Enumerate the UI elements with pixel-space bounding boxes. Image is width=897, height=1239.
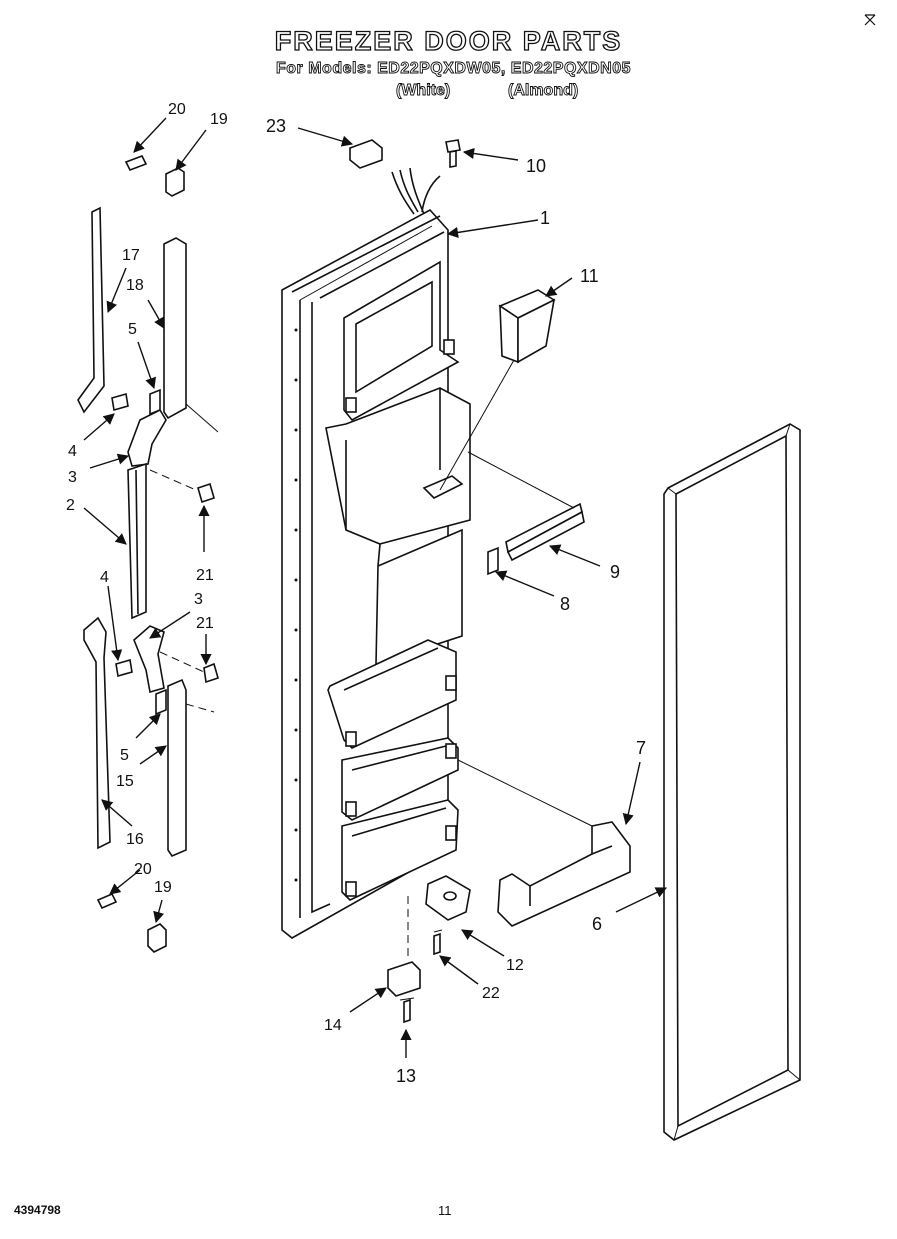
callout-21-bottom: 21 xyxy=(196,615,214,632)
top-hinge-screw-part xyxy=(124,154,148,172)
bottom-hinge-part xyxy=(425,875,471,956)
hinge-pin-block-part xyxy=(387,961,421,997)
ice-chute-part xyxy=(439,289,556,491)
bottom-hinge-screw-part xyxy=(96,892,118,910)
trim-strip-part xyxy=(467,451,585,562)
callout-16: 16 xyxy=(126,831,144,848)
callout-3-top: 3 xyxy=(68,469,77,486)
door-liner-part xyxy=(281,208,471,939)
flange-holes xyxy=(294,328,298,882)
callout-20-top: 20 xyxy=(168,101,186,118)
lower-hinge-bracket-part xyxy=(115,625,219,716)
page-title: FREEZER DOOR PARTS xyxy=(274,25,623,56)
corner-mark-icon xyxy=(864,14,876,26)
callout-10: 10 xyxy=(526,156,546,176)
callout-6: 6 xyxy=(592,914,602,934)
callout-19-bottom: 19 xyxy=(154,879,172,896)
callout-5-bottom: 5 xyxy=(120,747,129,764)
models-line: For Models: ED22PQXDW05, ED22PQXDN05 xyxy=(276,60,631,78)
callout-9: 9 xyxy=(610,562,620,582)
leader-lines xyxy=(83,117,668,1058)
callout-1: 1 xyxy=(540,208,550,228)
callout-5-top: 5 xyxy=(128,321,137,338)
callout-3-bottom: 3 xyxy=(194,591,203,608)
variant-white-label: (White) xyxy=(396,82,451,100)
callout-17: 17 xyxy=(122,247,140,264)
callout-23: 23 xyxy=(266,116,286,136)
callout-4-bottom: 4 xyxy=(100,569,109,586)
callout-22: 22 xyxy=(482,985,500,1002)
callout-11: 11 xyxy=(580,266,599,286)
wire-connector-part xyxy=(349,139,441,215)
callout-2: 2 xyxy=(66,497,75,514)
hinge-screw-part xyxy=(399,997,415,1024)
callout-13: 13 xyxy=(396,1066,416,1086)
trim-clip-part xyxy=(487,546,499,576)
callout-18: 18 xyxy=(126,277,144,294)
upper-hinge-bracket-part xyxy=(111,392,215,504)
callout-19-top: 19 xyxy=(210,111,228,128)
lower-channel-part xyxy=(167,678,215,857)
door-gasket-part xyxy=(663,423,801,1141)
callout-numbers: 23 10 1 11 9 8 7 6 12 22 14 13 20 19 17 … xyxy=(66,101,646,1086)
top-hinge-cap-part xyxy=(165,167,185,197)
callout-15: 15 xyxy=(116,773,134,790)
side-trim-part xyxy=(127,462,147,620)
shelf-bracket-part xyxy=(457,759,631,927)
callout-4-top: 4 xyxy=(68,443,77,460)
upper-gasket-strip-part xyxy=(77,206,105,414)
callout-14: 14 xyxy=(324,1017,342,1034)
document-number: 4394798 xyxy=(14,1203,61,1217)
bottom-hinge-cap-part xyxy=(147,923,167,953)
page-number: 11 xyxy=(438,1203,452,1218)
callout-7: 7 xyxy=(636,738,646,758)
top-screw-part xyxy=(445,139,461,168)
upper-channel-part xyxy=(163,237,219,433)
lower-gasket-strip-part xyxy=(83,616,111,850)
callout-21-top: 21 xyxy=(196,567,214,584)
variant-almond-label: (Almond) xyxy=(508,82,579,100)
callout-8: 8 xyxy=(560,594,570,614)
callout-20-bottom: 20 xyxy=(134,861,152,878)
callout-12: 12 xyxy=(506,957,524,974)
